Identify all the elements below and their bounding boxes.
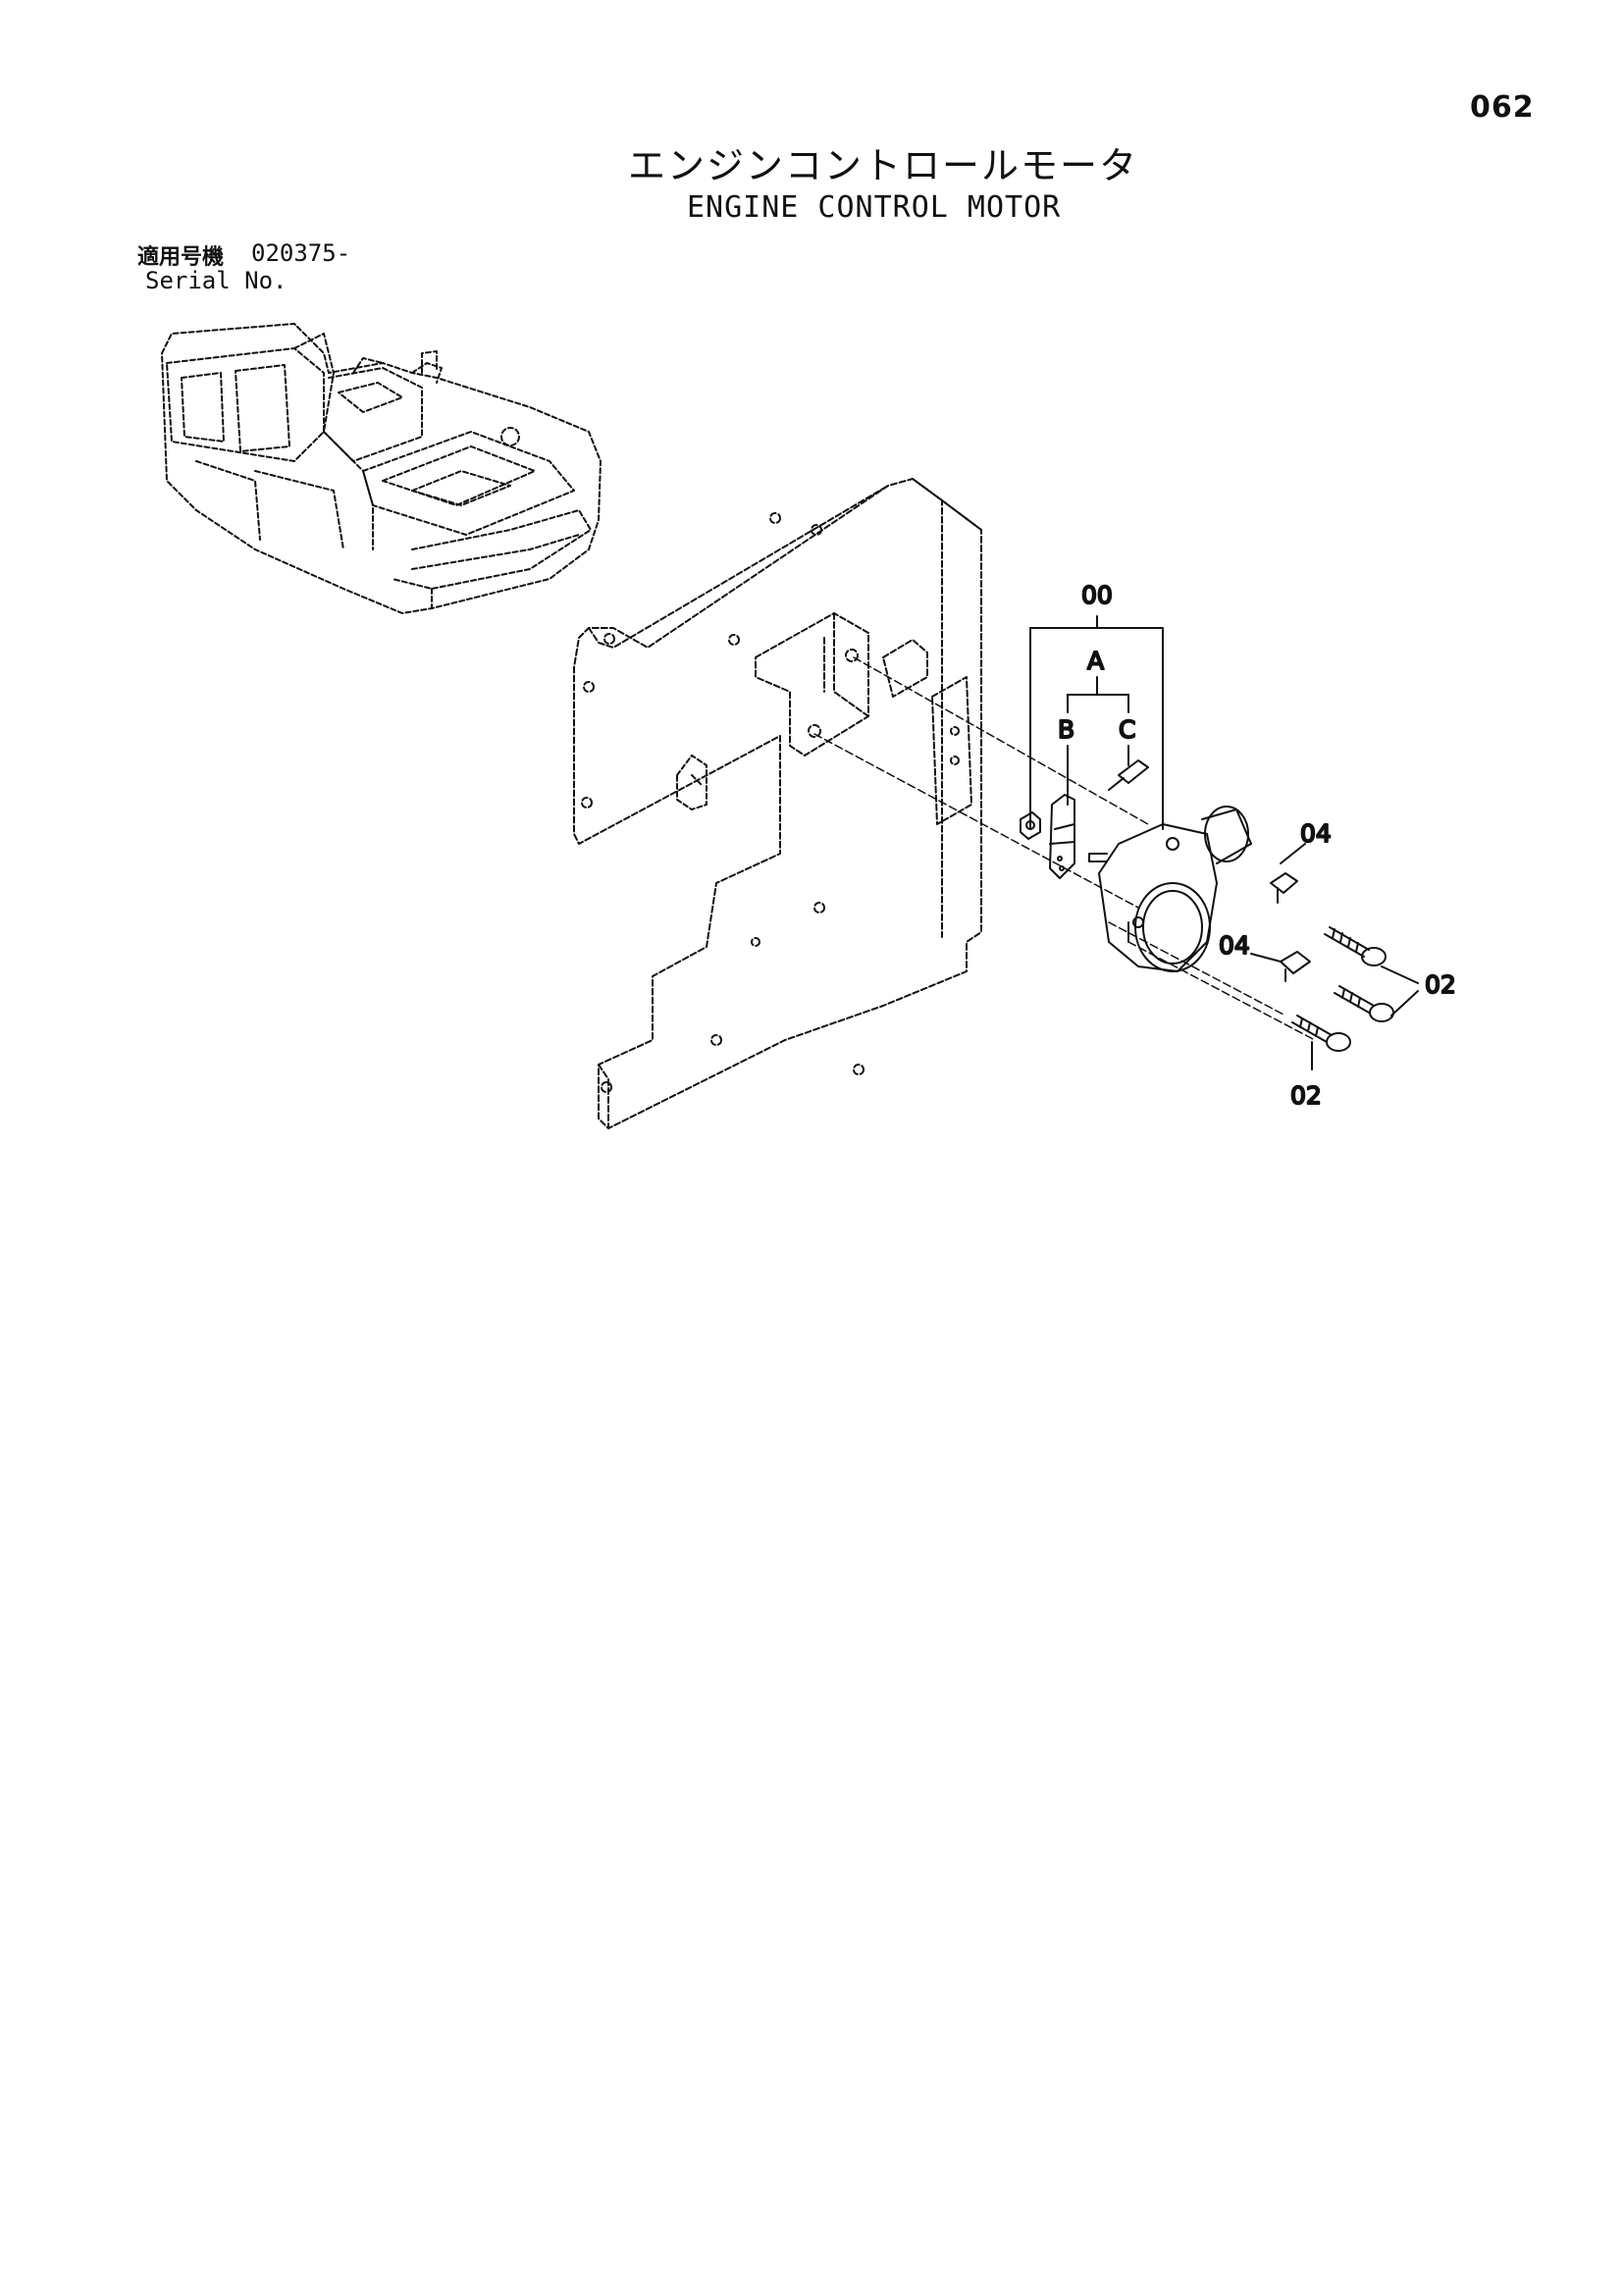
- small-bracket-lower: [1250, 951, 1311, 982]
- page-number: 062: [1470, 90, 1535, 125]
- lever-clamp: [1049, 794, 1075, 879]
- assembly-axis-lines: [813, 656, 1316, 1041]
- small-bolt: [1108, 759, 1149, 791]
- leader-lines: [1311, 965, 1419, 1070]
- motor-bracket: [755, 612, 972, 825]
- callout-label-02-right: 02: [1425, 970, 1456, 999]
- engine-control-motor: [1088, 806, 1252, 972]
- serial-label-english: Serial No.: [145, 267, 288, 294]
- callout-tree: [1029, 615, 1164, 830]
- callout-label-00: 00: [1081, 581, 1113, 609]
- bolt-lower: [1291, 1015, 1351, 1052]
- small-bracket-upper: [1270, 843, 1306, 904]
- plate-clip: [676, 755, 707, 810]
- callout-label-02-lower: 02: [1290, 1081, 1322, 1110]
- excavator-overview-illustration: [161, 323, 602, 614]
- serial-number-value: 020375-: [251, 239, 351, 267]
- callout-label-a: A: [1087, 647, 1104, 675]
- hex-nut: [1020, 811, 1041, 840]
- bolt-upper: [1324, 926, 1387, 966]
- serial-label-japanese: 適用号機: [137, 245, 225, 270]
- page-title-japanese: エンジンコントロールモータ: [628, 144, 1139, 187]
- bolt-middle: [1334, 985, 1394, 1022]
- callout-label-b: B: [1058, 715, 1074, 744]
- callout-label-c: C: [1119, 715, 1135, 744]
- page-title-english: ENGINE CONTROL MOTOR: [687, 190, 1062, 225]
- mounting-plate: [573, 478, 982, 1129]
- callout-label-04-lower: 04: [1219, 931, 1250, 960]
- callout-label-04-upper: 04: [1300, 819, 1332, 848]
